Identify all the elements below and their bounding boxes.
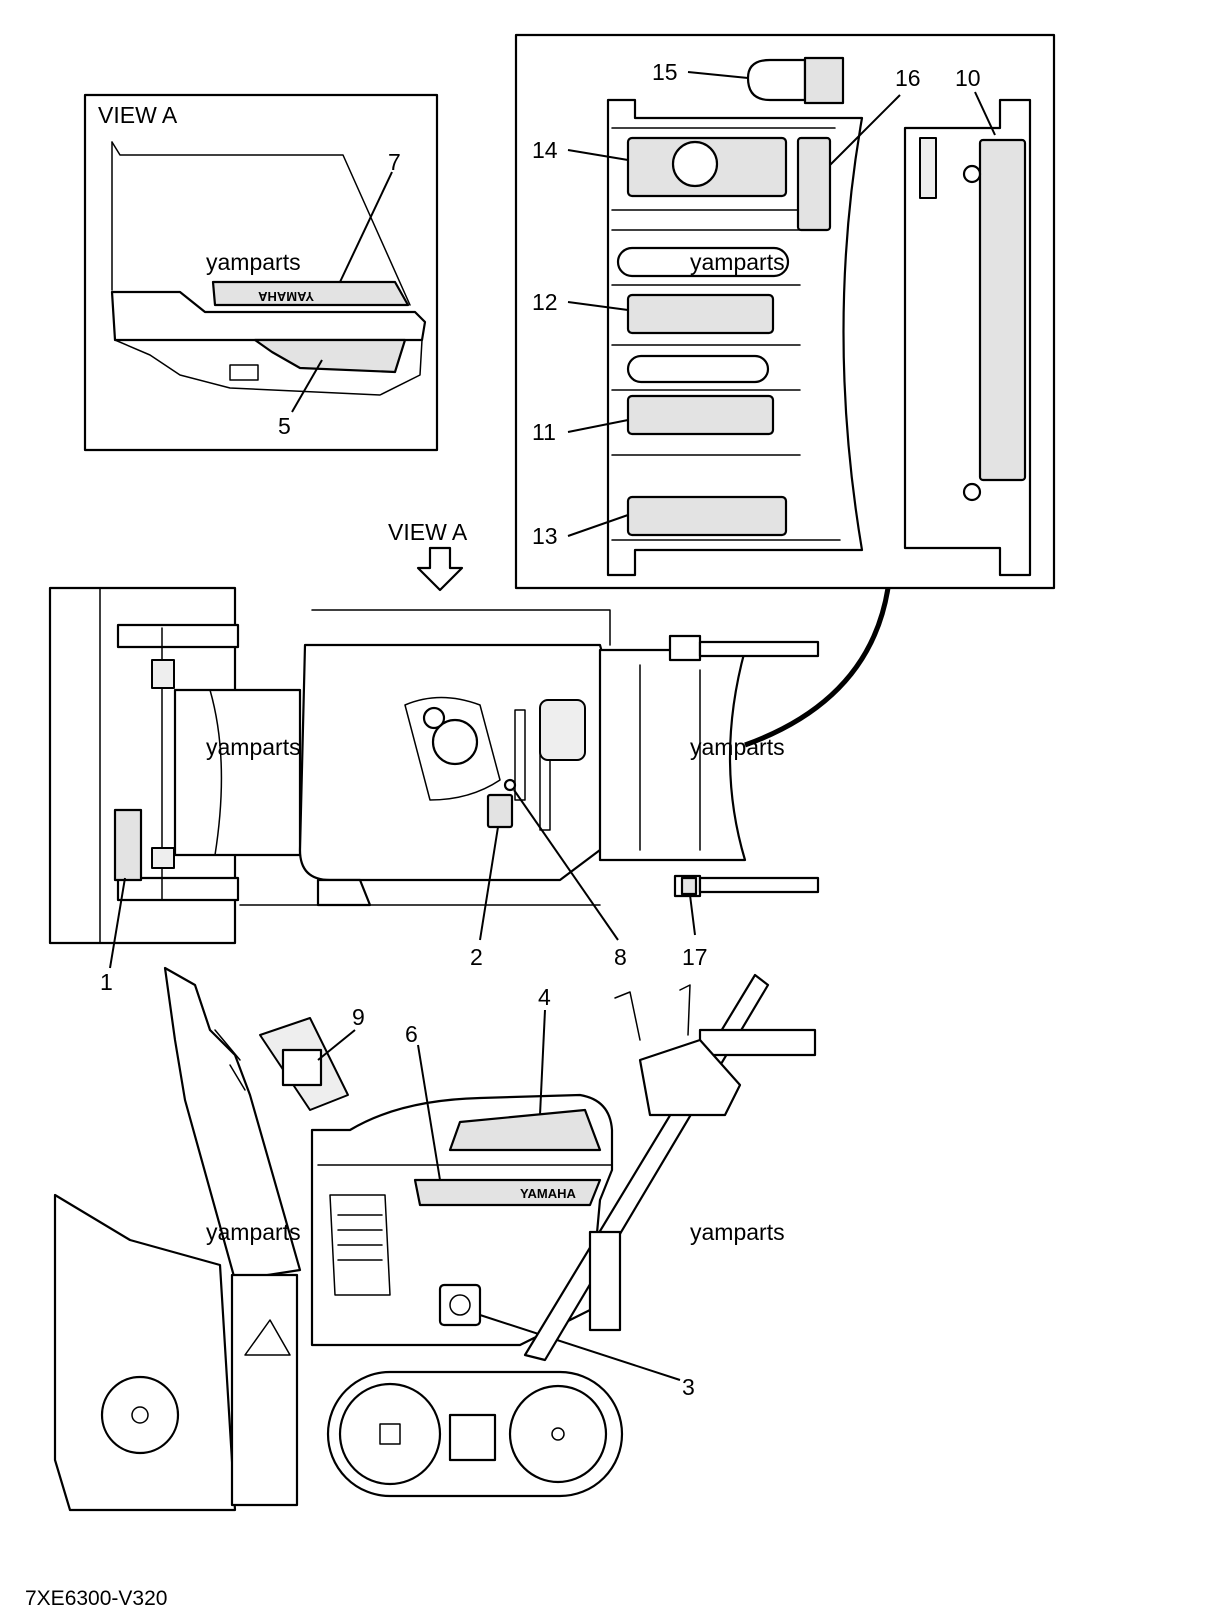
watermark: yamparts — [206, 734, 301, 760]
decal-1 — [113, 808, 143, 882]
view-a-frame — [83, 93, 439, 452]
watermark: yamparts — [206, 1219, 301, 1245]
callout-15: 15 — [652, 59, 678, 85]
callout-17: 17 — [682, 944, 708, 970]
decal-7 — [211, 280, 410, 307]
auger-housing-side — [53, 1193, 237, 1512]
callout-7: 7 — [388, 149, 401, 175]
view-a-deck — [110, 290, 427, 342]
view-a-inset: VIEW A YAMAHA 7 5 yamparts — [83, 93, 439, 452]
watermark: yamparts — [690, 1219, 785, 1245]
decal-10 — [978, 138, 1027, 482]
callout-14: 14 — [532, 137, 558, 163]
decal-3 — [438, 1283, 482, 1327]
callout-13: 13 — [532, 523, 558, 549]
callout-10: 10 — [955, 65, 981, 91]
callout-16: 16 — [895, 65, 921, 91]
top-view: 1 2 8 17 yamparts yamparts — [48, 586, 820, 995]
decal-8 — [503, 778, 517, 792]
decal-13 — [626, 495, 788, 537]
callout-2: 2 — [470, 944, 483, 970]
callout-8: 8 — [614, 944, 627, 970]
dashboard-frame — [514, 33, 1056, 590]
drawing-code: 7XE6300-V320 — [25, 1587, 167, 1610]
decal-6 — [413, 1178, 602, 1207]
watermark: yamparts — [690, 249, 785, 275]
part-15-plug — [746, 58, 807, 102]
callout-6: 6 — [405, 1021, 418, 1047]
callout-1: 1 — [100, 969, 113, 995]
callout-3: 3 — [682, 1374, 695, 1400]
callout-5: 5 — [278, 413, 291, 439]
decal-4 — [448, 1108, 602, 1152]
side-view: 9 4 YAMAHA 6 3 — [53, 966, 817, 1512]
decal-7-brand: YAMAHA — [258, 289, 314, 304]
decal-6-brand: YAMAHA — [520, 1186, 576, 1201]
decal-17 — [680, 876, 698, 896]
callout-4: 4 — [538, 984, 551, 1010]
callout-11: 11 — [532, 419, 556, 445]
callout-9: 9 — [352, 1004, 365, 1030]
watermark: yamparts — [690, 734, 785, 760]
decal-16 — [796, 136, 832, 232]
view-a-title: VIEW A — [98, 102, 178, 128]
decal-2 — [486, 793, 514, 829]
decal-12 — [626, 293, 775, 335]
decal-5 — [253, 338, 407, 374]
watermark: yamparts — [206, 249, 301, 275]
callout-12: 12 — [532, 289, 558, 315]
handle-dashboard-top — [598, 648, 747, 862]
discharge-chute — [163, 966, 302, 1282]
view-a-arrow: VIEW A — [388, 519, 468, 592]
engine-side — [310, 1093, 614, 1347]
view-a-body-outline — [111, 141, 411, 306]
view-a-arrow-label: VIEW A — [388, 519, 468, 545]
dashboard-inset: 15 14 16 12 11 13 — [514, 33, 1056, 590]
decal-11 — [626, 394, 775, 436]
